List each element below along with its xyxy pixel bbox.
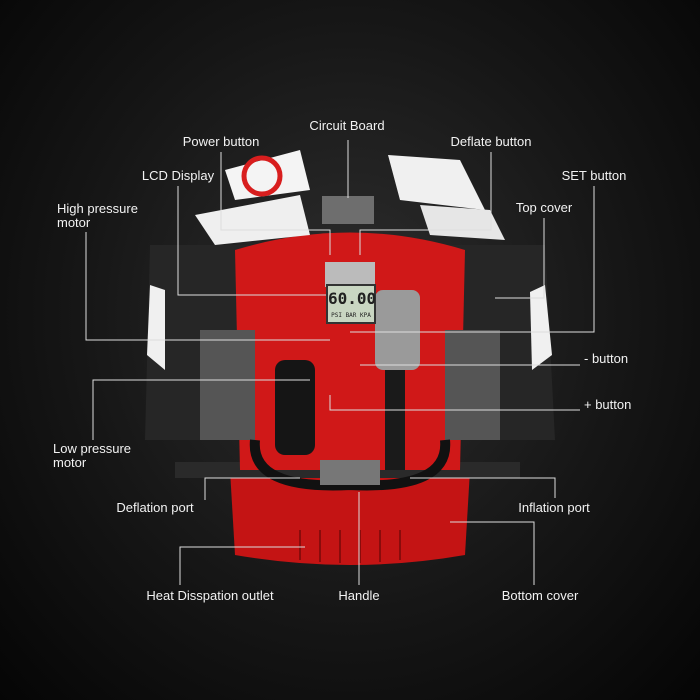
label-inflation-port: Inflation port — [518, 500, 590, 515]
power-button-cover — [195, 195, 310, 245]
label-deflation-port: Deflation port — [116, 500, 194, 515]
lcd-units: PSI BAR KPA — [331, 312, 371, 319]
circuit-board-bottom — [320, 460, 380, 485]
brand-logo — [241, 155, 283, 197]
label-plus-button: + button — [584, 397, 632, 412]
label-top-cover: Top cover — [515, 200, 573, 215]
low-pressure-motor — [275, 360, 315, 455]
label-line-2: motor — [53, 455, 87, 470]
label-deflate-button: Deflate button — [450, 134, 532, 149]
label-minus-button: - button — [584, 351, 629, 366]
circuit-board — [322, 196, 374, 224]
label-line-1: High pressure — [57, 201, 138, 216]
right-side-panel — [530, 285, 552, 370]
left-side-panel — [147, 285, 165, 370]
label-handle: Handle — [338, 588, 380, 603]
label-power-button: Power button — [182, 134, 260, 149]
deflate-button-cover — [388, 155, 485, 210]
label-circuit-board: Circuit Board — [309, 118, 385, 133]
label-bottom-cover: Bottom cover — [501, 588, 579, 603]
inflation-hose — [385, 370, 405, 470]
label-line-2: motor — [57, 215, 91, 230]
left-grille — [200, 330, 255, 440]
bottom-cover — [230, 470, 470, 565]
label-lcd-display: LCD Display — [141, 168, 215, 183]
label-heat-outlet: Heat Disspation outlet — [146, 588, 274, 603]
label-set-button: SET button — [561, 168, 627, 183]
control-board — [325, 262, 375, 287]
right-grille — [445, 330, 500, 440]
leader-lines — [85, 140, 595, 585]
heat-dissipation-fins — [299, 530, 401, 563]
lcd-value: 60.00 — [328, 289, 377, 308]
high-pressure-motor — [375, 290, 420, 370]
set-button-cover — [420, 205, 505, 240]
label-line-1: Low pressure — [53, 441, 132, 456]
